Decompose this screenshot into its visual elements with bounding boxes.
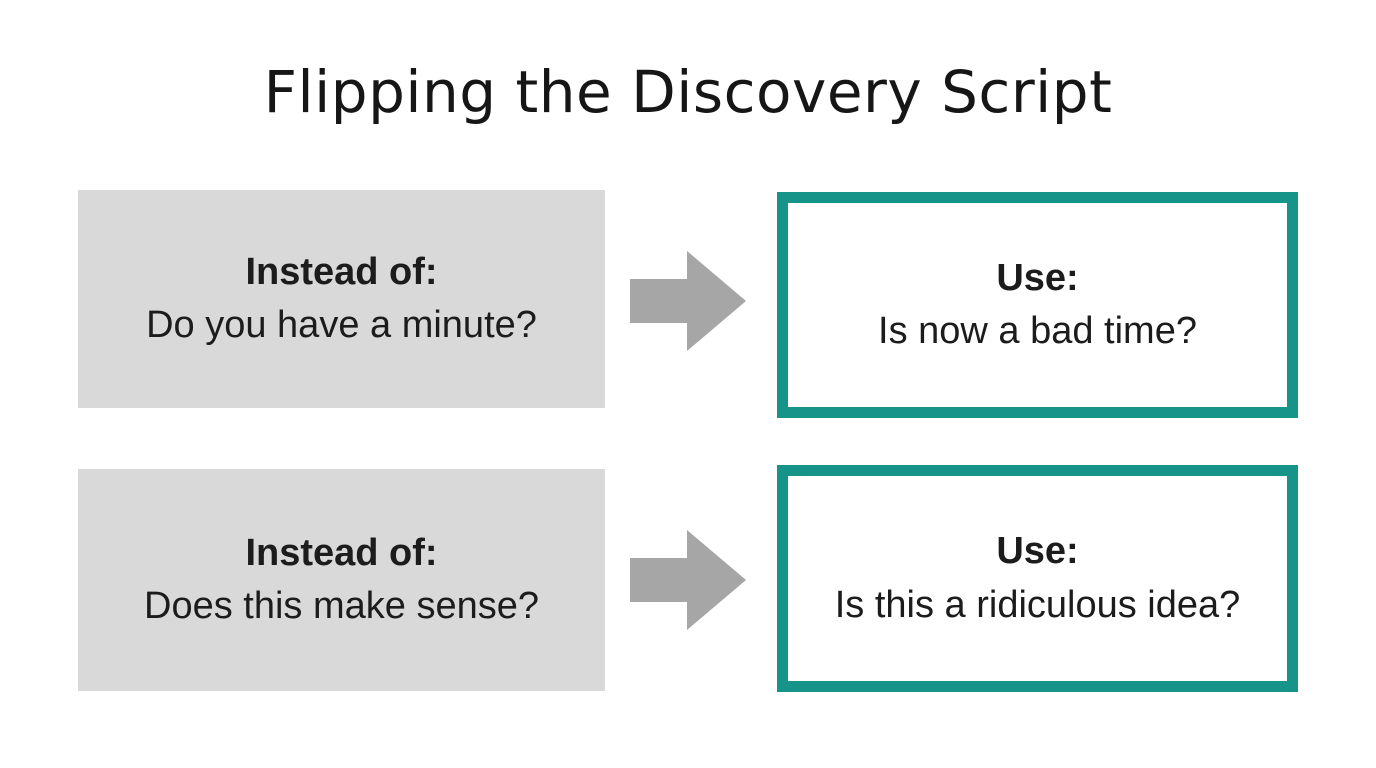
instead-box-row2: Instead of: Does this make sense? xyxy=(78,469,605,691)
instead-question: Does this make sense? xyxy=(144,585,539,627)
instead-box-row1: Instead of: Do you have a minute? xyxy=(78,190,605,408)
use-question: Is now a bad time? xyxy=(878,310,1197,352)
right-arrow-icon xyxy=(630,251,746,351)
use-label: Use: xyxy=(996,530,1079,573)
instead-label: Instead of: xyxy=(245,531,438,574)
use-label: Use: xyxy=(996,256,1079,299)
page-title: Flipping the Discovery Script xyxy=(263,58,1113,126)
use-question: Is this a ridiculous idea? xyxy=(834,583,1241,626)
instead-label: Instead of: xyxy=(245,250,438,293)
use-box-row2: Use: Is this a ridiculous idea? xyxy=(777,465,1298,692)
instead-question: Do you have a minute? xyxy=(146,304,537,346)
use-box-row1: Use: Is now a bad time? xyxy=(777,192,1298,418)
right-arrow-icon xyxy=(630,530,746,630)
